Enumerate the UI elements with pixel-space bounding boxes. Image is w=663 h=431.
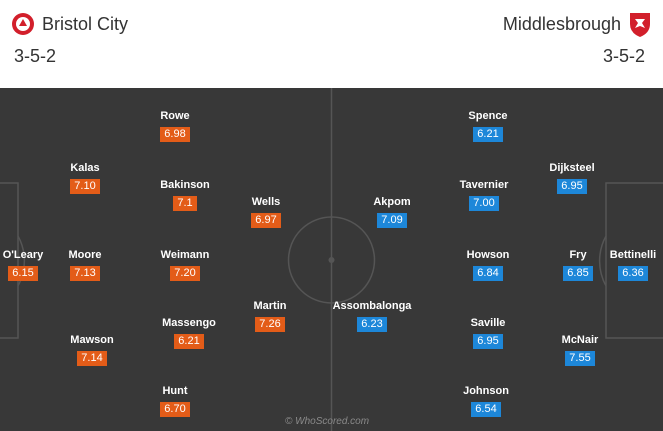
player-name: McNair: [561, 334, 599, 346]
player-name: Assombalonga: [332, 300, 412, 312]
player-away-assombalonga[interactable]: Assombalonga 6.23: [331, 300, 413, 332]
player-away-mcnair[interactable]: McNair 7.55: [550, 334, 610, 366]
player-rating: 7.13: [70, 266, 100, 281]
player-home-massengo[interactable]: Massengo 6.21: [152, 317, 226, 349]
player-rating: 6.97: [251, 213, 281, 228]
player-away-johnson[interactable]: Johnson 6.54: [452, 385, 520, 417]
player-rating: 6.21: [174, 334, 204, 349]
player-rating: 6.84: [473, 266, 503, 281]
player-name: Moore: [68, 249, 102, 261]
watermark: © WhoScored.com: [285, 416, 370, 427]
player-name: Akpom: [373, 196, 411, 208]
player-name: Massengo: [162, 317, 216, 329]
player-rating: 6.95: [557, 179, 587, 194]
away-team-name[interactable]: Middlesbrough: [502, 14, 621, 34]
player-home-mawson[interactable]: Mawson 7.14: [62, 334, 122, 366]
player-away-akpom[interactable]: Akpom 7.09: [360, 196, 424, 228]
home-team-name[interactable]: Bristol City: [42, 14, 129, 34]
player-rating: 7.55: [565, 351, 595, 366]
player-away-howson[interactable]: Howson 6.84: [456, 249, 520, 281]
player-rating: 6.15: [8, 266, 38, 281]
player-name: O'Leary: [2, 249, 44, 261]
player-rating: 7.09: [377, 213, 407, 228]
player-home-bakinson[interactable]: Bakinson 7.1: [152, 179, 218, 211]
player-rating: 6.70: [160, 402, 190, 417]
player-name: Saville: [470, 317, 506, 329]
player-rating: 7.1: [173, 196, 197, 211]
player-name: Spence: [468, 110, 508, 122]
player-name: Rowe: [160, 110, 190, 122]
player-home-weimann[interactable]: Weimann 7.20: [152, 249, 218, 281]
player-rating: 6.85: [563, 266, 593, 281]
away-formation: 3-5-2: [602, 46, 645, 66]
player-name: Fry: [569, 249, 587, 261]
player-rating: 7.14: [77, 351, 107, 366]
player-name: Weimann: [160, 249, 210, 261]
player-rating: 7.20: [170, 266, 200, 281]
player-rating: 7.00: [469, 196, 499, 211]
player-name: Kalas: [70, 162, 100, 174]
player-rating: 6.95: [473, 334, 503, 349]
player-name: Hunt: [162, 385, 188, 397]
player-home-moore[interactable]: Moore 7.13: [62, 249, 108, 281]
player-name: Mawson: [70, 334, 114, 346]
player-away-tavernier[interactable]: Tavernier 7.00: [448, 179, 520, 211]
player-home-kalas[interactable]: Kalas 7.10: [62, 162, 108, 194]
player-name: Bettinelli: [609, 249, 657, 261]
player-rating: 6.54: [471, 402, 501, 417]
player-name: Bakinson: [160, 179, 210, 191]
player-home-martin[interactable]: Martin 7.26: [243, 300, 297, 332]
player-away-dijksteel[interactable]: Dijksteel 6.95: [540, 162, 604, 194]
player-away-bettinelli[interactable]: Bettinelli 6.36: [603, 249, 663, 281]
player-home-wells[interactable]: Wells 6.97: [243, 196, 289, 228]
player-name: Martin: [253, 300, 287, 312]
middlesbrough-crest-icon: [630, 13, 650, 37]
player-away-spence[interactable]: Spence 6.21: [456, 110, 520, 142]
pitch-markings: [0, 88, 663, 431]
player-name: Johnson: [463, 385, 509, 397]
player-home-hunt[interactable]: Hunt 6.70: [152, 385, 198, 417]
pitch: O'Leary 6.15 Kalas 7.10 Moore 7.13 Mawso…: [0, 88, 663, 431]
player-rating: 7.10: [70, 179, 100, 194]
player-home-rowe[interactable]: Rowe 6.98: [152, 110, 198, 142]
player-away-fry[interactable]: Fry 6.85: [555, 249, 601, 281]
player-name: Wells: [251, 196, 281, 208]
player-rating: 7.26: [255, 317, 285, 332]
player-rating: 6.36: [618, 266, 648, 281]
match-header: Bristol City 3-5-2 Middlesbrough 3-5-2: [0, 0, 663, 88]
player-home-oleary[interactable]: O'Leary 6.15: [0, 249, 46, 281]
player-name: Tavernier: [459, 179, 509, 191]
player-rating: 6.23: [357, 317, 387, 332]
player-rating: 6.21: [473, 127, 503, 142]
home-formation: 3-5-2: [14, 46, 57, 66]
player-name: Dijksteel: [549, 162, 595, 174]
player-rating: 6.98: [160, 127, 190, 142]
player-name: Howson: [466, 249, 510, 261]
bristol-city-crest-icon: [12, 13, 34, 35]
player-away-saville[interactable]: Saville 6.95: [456, 317, 520, 349]
